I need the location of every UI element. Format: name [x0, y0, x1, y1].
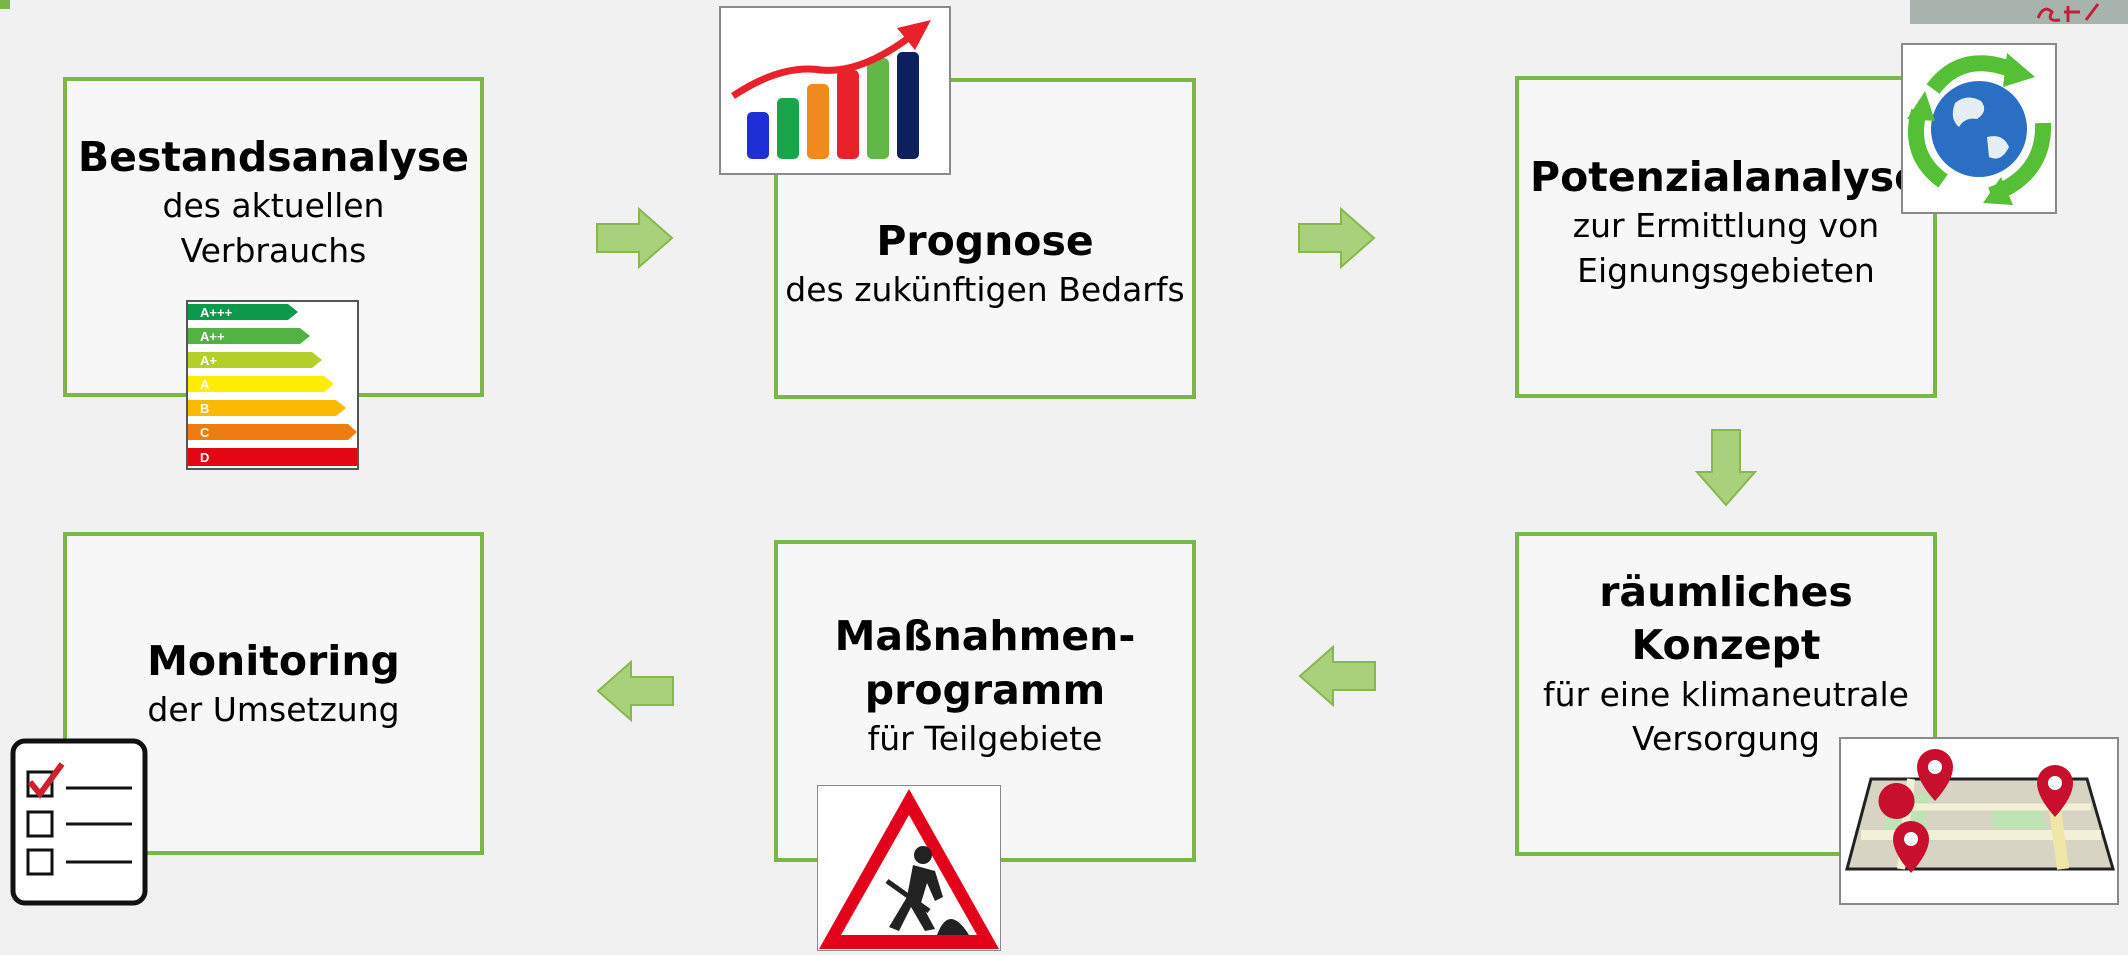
step-prognose: Prognose des zukünftigen Bedarfs: [774, 78, 1196, 399]
left-arrow: [1298, 644, 1376, 708]
energy-class-label: A++: [200, 329, 225, 344]
right-arrow: [1298, 206, 1376, 270]
step-title: Monitoring: [147, 636, 400, 685]
map-pins-icon: [1839, 737, 2119, 905]
growth-chart-icon: [719, 6, 951, 175]
energy-class-label: A+++: [200, 305, 233, 320]
step-title: räumliches Konzept: [1599, 568, 1853, 670]
step-subtitle: des aktuellen Verbrauchs: [162, 186, 385, 270]
step-subtitle: Versorgung: [1632, 719, 1820, 759]
road-works-sign-icon: [816, 784, 1002, 952]
down-arrow: [1694, 429, 1758, 507]
step-subtitle: für Teilgebiete: [867, 719, 1103, 759]
energy-class-label: D: [200, 450, 209, 465]
step-subtitle: für eine klimaneutrale: [1543, 674, 1909, 714]
energy-class-label: B: [200, 401, 209, 416]
step-subtitle: Eignungsgebieten: [1577, 250, 1875, 290]
step-subtitle: der Umsetzung: [147, 689, 400, 729]
step-subtitle: des zukünftigen Bedarfs: [785, 269, 1185, 309]
energy-class-label: A+: [200, 353, 217, 368]
energy-class-label: A: [200, 377, 210, 392]
checklist-icon: [10, 738, 148, 906]
recycling-globe-icon: [1901, 43, 2057, 214]
corner-accent: [0, 0, 10, 9]
energy-class-label: C: [200, 425, 210, 440]
step-title: Maßnahmen-: [834, 612, 1136, 661]
step-title: programm: [864, 665, 1106, 714]
right-arrow: [596, 206, 674, 270]
step-title: Bestandsanalyse: [77, 132, 470, 181]
step-subtitle: zur Ermittlung von: [1572, 206, 1880, 246]
step-title: Prognose: [876, 216, 1094, 265]
logo-fragment: [1910, 0, 2128, 24]
left-arrow: [596, 659, 674, 723]
step-title: Potenzialanalyse: [1530, 152, 1922, 201]
step-potenzialanalyse: Potenzialanalyse zur Ermittlung von Eign…: [1515, 76, 1937, 398]
energy-label-icon: A+++ A++ A+ A B C D: [186, 300, 359, 470]
